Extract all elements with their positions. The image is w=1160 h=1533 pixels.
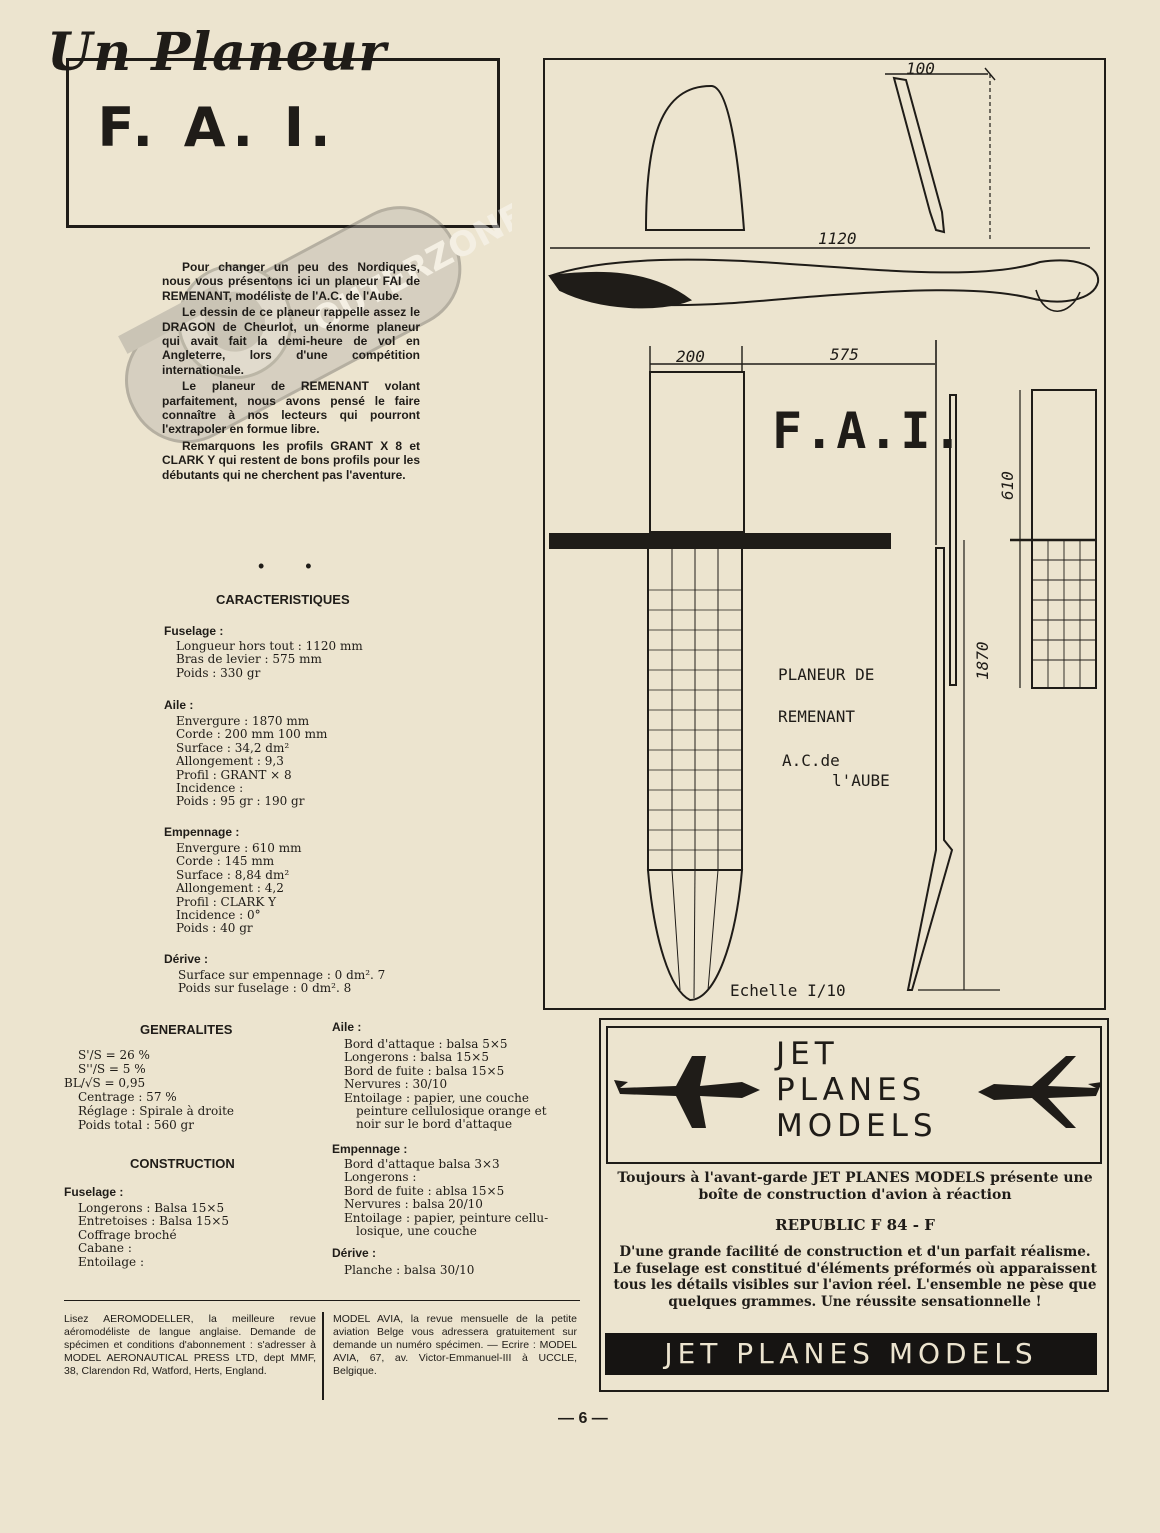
spec-line: Allongement : 9,3: [176, 754, 284, 769]
con-fuselage-label: Fuselage :: [64, 1185, 124, 1199]
spec-line: Surface : 8,84 dm²: [176, 867, 290, 882]
intro-paragraph: Le planeur de REMENANT volant parfaiteme…: [162, 379, 420, 437]
spec-line: Poids : 95 gr : 190 gr: [176, 794, 305, 809]
ad-description: D'une grande facilité de construction et…: [613, 1244, 1097, 1310]
car-fuselage-list: Longueur hors tout : 1120 mm Bras de lev…: [176, 639, 363, 680]
spec-line: Corde : 200 mm 100 mm: [176, 727, 328, 742]
spec-line: Surface : 34,2 dm²: [176, 740, 290, 755]
spec-line: Nervures : balsa 20/10: [344, 1197, 483, 1212]
car-derive-label: Dérive :: [164, 952, 209, 966]
intro-text: Pour changer un peu des Nordiques, nous …: [162, 260, 420, 484]
spec-line: Longueur hors tout : 1120 mm: [176, 639, 363, 653]
spec-line: Incidence : 0°: [176, 908, 261, 923]
spec-line: Entoilage : papier, peinture cellu-: [344, 1210, 549, 1225]
intro-paragraph: Pour changer un peu des Nordiques, nous …: [162, 260, 420, 303]
spec-line: Allongement : 4,2: [176, 881, 284, 896]
page-number: — 6 —: [558, 1410, 608, 1427]
spec-line: Planche : balsa 30/10: [344, 1263, 475, 1277]
spec-line: Profil : GRANT × 8: [176, 767, 292, 782]
spec-line: Envergure : 1870 mm: [176, 714, 310, 728]
spec-line: Entoilage : papier, une couche: [344, 1090, 529, 1105]
spec-line: Longerons :: [344, 1170, 417, 1185]
title-box: [66, 58, 500, 228]
spec-line: Longerons : Balsa 15×5: [78, 1201, 225, 1215]
spec-line: Poids : 40 gr: [176, 921, 253, 936]
spec-line: Envergure : 610 mm: [176, 841, 302, 855]
spec-line: Bord de fuite : ablsa 15×5: [344, 1183, 505, 1198]
spec-line: Poids total : 560 gr: [78, 1118, 194, 1132]
spec-line: Poids : 330 gr: [176, 665, 261, 680]
intro-paragraph: Le dessin de ce planeur rappelle assez l…: [162, 305, 420, 377]
con-empennage-list: Bord d'attaque balsa 3×3 Longerons : Bor…: [344, 1157, 549, 1239]
spec-line: peinture cellulosique orange et: [356, 1104, 547, 1119]
con-aile-label: Aile :: [332, 1020, 362, 1034]
spec-line: BL/√S = 0,95: [64, 1076, 146, 1090]
spec-line: Coffrage broché: [78, 1227, 177, 1242]
jet-planes-ad: [599, 1018, 1109, 1392]
con-derive-list: Planche : balsa 30/10: [344, 1263, 475, 1277]
model-avia-notice: MODEL AVIA, la revue mensuelle de la pet…: [333, 1313, 577, 1377]
spec-line: Réglage : Spirale à droite: [78, 1104, 235, 1118]
spec-line: losique, une couche: [356, 1224, 477, 1239]
car-empennage-label: Empennage :: [164, 825, 240, 839]
spec-line: Bras de levier : 575 mm: [176, 652, 322, 667]
con-fuselage-list: Longerons : Balsa 15×5 Entretoises : Bal…: [78, 1201, 230, 1269]
brand-line: PLANES: [776, 1072, 927, 1108]
ad-logo-box: [606, 1026, 1102, 1164]
outerzone-watermark: OUTERZONE.COM: [118, 148, 512, 444]
car-derive-list: Surface sur empennage : 0 dm². 7 Poids s…: [178, 968, 386, 996]
generalites-heading: GENERALITES: [140, 1022, 233, 1037]
brand-line: JET: [776, 1036, 839, 1072]
ad-product-name: REPUBLIC F 84 - F: [775, 1216, 935, 1234]
footer-rule: [64, 1300, 580, 1301]
intro-paragraph: Remarquons les profils GRANT X 8 et CLAR…: [162, 438, 420, 482]
spec-line: Corde : 145 mm: [176, 854, 275, 869]
spec-line: Poids sur fuselage : 0 dm². 8: [178, 981, 352, 996]
con-derive-label: Dérive :: [332, 1246, 377, 1260]
spec-line: Surface sur empennage : 0 dm². 7: [178, 968, 386, 982]
car-aile-list: Envergure : 1870 mm Corde : 200 mm 100 m…: [176, 714, 328, 809]
jet-plane-left-icon: [614, 1056, 760, 1128]
car-empennage-list: Envergure : 610 mm Corde : 145 mm Surfac…: [176, 841, 302, 936]
spec-line: Bord d'attaque : balsa 5×5: [344, 1037, 508, 1051]
separator-dots: • •: [258, 556, 330, 576]
title-main: F. A. I.: [97, 96, 337, 159]
spec-line: Cabane :: [78, 1241, 132, 1256]
aeromodeller-notice: Lisez AEROMODELLER, la meilleure revue a…: [64, 1313, 316, 1377]
car-fuselage-label: Fuselage :: [164, 624, 224, 638]
spec-line: S'/S = 26 %: [78, 1048, 150, 1062]
spec-line: S''/S = 5 %: [78, 1062, 146, 1076]
plan-drawing-panel: [543, 58, 1106, 1010]
spec-line: Longerons : balsa 15×5: [344, 1050, 489, 1065]
ad-tagline: Toujours à l'avant-garde JET PLANES MODE…: [617, 1170, 1093, 1203]
brand-line: MODELS: [776, 1108, 938, 1144]
caracteristiques-heading: CARACTERISTIQUES: [216, 592, 350, 607]
construction-heading: CONSTRUCTION: [130, 1156, 235, 1171]
spec-line: Bord de fuite : balsa 15×5: [344, 1063, 505, 1078]
con-empennage-label: Empennage :: [332, 1142, 408, 1156]
spec-line: Profil : CLARK Y: [176, 894, 277, 909]
jet-plane-right-icon: [978, 1056, 1102, 1128]
spec-line: Bord d'attaque balsa 3×3: [344, 1157, 500, 1171]
con-aile-list: Bord d'attaque : balsa 5×5 Longerons : b…: [344, 1037, 547, 1132]
footer-divider: [322, 1312, 324, 1400]
ad-banner: JET PLANES MODELS: [605, 1333, 1097, 1375]
spec-line: Centrage : 57 %: [78, 1090, 177, 1104]
car-aile-label: Aile :: [164, 698, 194, 712]
generalites-list: S'/S = 26 % S''/S = 5 % BL/√S = 0,95 Cen…: [64, 1048, 234, 1132]
spec-line: Entoilage :: [78, 1254, 145, 1269]
spec-line: Entretoises : Balsa 15×5: [78, 1214, 230, 1229]
spec-line: Incidence :: [176, 781, 244, 796]
spec-line: noir sur le bord d'attaque: [356, 1117, 513, 1132]
ad-brand-logo: JET PLANES MODELS: [776, 1036, 938, 1144]
spec-line: Nervures : 30/10: [344, 1077, 448, 1092]
title-script: Un Planeur: [47, 22, 387, 83]
